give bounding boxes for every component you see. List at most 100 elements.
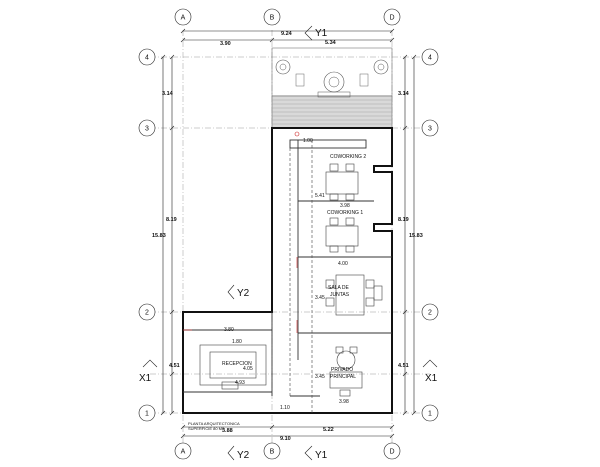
dim-left-total: 15.83 bbox=[152, 233, 166, 239]
grid-label: 4 bbox=[428, 55, 432, 62]
axis-label-y2-bottom: Y2 bbox=[237, 450, 250, 461]
axis-label-y2-mid: Y2 bbox=[237, 288, 250, 299]
dim-left-mid: 8.19 bbox=[166, 217, 177, 223]
grid-label: 3 bbox=[145, 126, 149, 133]
dim-bottom-right: 5.22 bbox=[323, 427, 334, 433]
grid-label: A bbox=[181, 15, 186, 22]
desk-icon bbox=[325, 225, 359, 247]
round-table-icon bbox=[336, 350, 356, 370]
dim-left-upper: 3.14 bbox=[162, 91, 174, 97]
desk-icon bbox=[325, 171, 359, 195]
planter-icon bbox=[373, 59, 389, 75]
walls bbox=[182, 127, 393, 414]
room-label-recepcion: RECEPCION bbox=[222, 361, 252, 367]
dim-bottom-left: 3.88 bbox=[222, 428, 233, 434]
inner-dim: 1.10 bbox=[280, 405, 290, 411]
grid-lines bbox=[150, 30, 430, 443]
grid-bubble-1-left bbox=[138, 404, 156, 422]
inner-dim: 3.45 bbox=[315, 374, 325, 380]
grid-bubble-d-bottom bbox=[383, 442, 401, 460]
section-markers bbox=[142, 25, 438, 461]
axis-label-y1-top: Y1 bbox=[315, 28, 328, 39]
grid-label: 3 bbox=[428, 126, 432, 133]
inner-dim: 4.00 bbox=[338, 261, 348, 267]
inner-dim: 4.05 bbox=[243, 366, 253, 372]
room-label-sala-1: SALA DE bbox=[328, 285, 350, 291]
axis-label-x1-left: X1 bbox=[139, 373, 152, 384]
grid-bubbles bbox=[138, 8, 439, 460]
interior-dimension-labels: 1.00 5.41 3.98 4.00 3.45 3.80 1.80 4.93 … bbox=[224, 138, 350, 411]
inner-dim: 5.41 bbox=[315, 193, 325, 199]
grid-label: D bbox=[389, 449, 394, 456]
grid-bubble-b-top bbox=[263, 8, 281, 26]
room-label-coworking-1: COWORKING 1 bbox=[327, 210, 363, 216]
terrace bbox=[271, 47, 393, 129]
grid-bubble-4-left bbox=[138, 48, 156, 66]
grid-bubble-a-top bbox=[174, 8, 192, 26]
section-marker-y1-bottom bbox=[304, 445, 313, 461]
grid-bubble-1-right bbox=[421, 404, 439, 422]
inner-dim: 4.93 bbox=[235, 380, 245, 386]
grid-label: 1 bbox=[428, 411, 432, 418]
dim-top-right: 5.34 bbox=[325, 40, 337, 46]
grid-bubble-labels: A B D A B D 4 3 2 1 4 3 2 1 bbox=[145, 15, 432, 456]
section-marker-y2-bottom bbox=[227, 445, 235, 461]
grid-label: 1 bbox=[145, 411, 149, 418]
inner-dim: 3.80 bbox=[224, 327, 234, 333]
tree-icon bbox=[323, 71, 345, 93]
grid-label: D bbox=[389, 15, 394, 22]
dim-left-lower: 4.51 bbox=[169, 363, 180, 369]
interior-walls bbox=[183, 139, 392, 397]
inner-dim: 3.98 bbox=[339, 399, 349, 405]
grid-label: B bbox=[270, 15, 275, 22]
dimension-labels: 9.24 3.90 5.34 3.14 8.19 15.83 4.51 3.14… bbox=[152, 31, 423, 442]
axis-label-x1-right: X1 bbox=[425, 373, 438, 384]
grid-label: A bbox=[181, 449, 186, 456]
exterior-wall bbox=[182, 127, 393, 414]
room-label-privado-1: PRIVADO bbox=[331, 367, 353, 373]
axis-label-y1-bottom: Y1 bbox=[315, 450, 328, 461]
section-marker-x1-left bbox=[142, 359, 158, 368]
grid-bubble-4-right bbox=[421, 48, 439, 66]
grid-label: 4 bbox=[145, 55, 149, 62]
furniture bbox=[183, 131, 383, 397]
meeting-table-icon bbox=[335, 274, 365, 316]
room-label-privado-2: PRINCIPAL bbox=[330, 374, 356, 380]
grid-label: B bbox=[270, 449, 275, 456]
grid-bubble-3-left bbox=[138, 119, 156, 137]
title-block: PLANTA ARQUITECTONICA SUPERFICIE 80 M2 bbox=[188, 421, 240, 431]
section-marker-y2-mid bbox=[227, 284, 235, 300]
room-label-sala-2: JUNTAS bbox=[330, 292, 350, 298]
grid-bubble-a-bottom bbox=[174, 442, 192, 460]
grid-label: 2 bbox=[428, 310, 432, 317]
grid-bubble-2-right bbox=[421, 303, 439, 321]
dim-right-upper: 3.14 bbox=[398, 91, 410, 97]
dim-top-total: 9.24 bbox=[281, 31, 293, 37]
grid-bubble-3-right bbox=[421, 119, 439, 137]
room-labels: COWORKING 2 COWORKING 1 SALA DE JUNTAS R… bbox=[222, 154, 366, 380]
dim-bottom-total: 9.10 bbox=[280, 436, 291, 442]
dim-right-total: 15.83 bbox=[409, 233, 423, 239]
inner-dim: 3.98 bbox=[340, 203, 350, 209]
bench-icon bbox=[317, 91, 351, 98]
inner-dim: 3.45 bbox=[315, 295, 325, 301]
dashed-walls bbox=[289, 140, 313, 413]
dimension-lines bbox=[160, 28, 417, 439]
title-line-1: PLANTA ARQUITECTONICA bbox=[188, 421, 240, 426]
grid-bubble-b-bottom bbox=[263, 442, 281, 460]
axis-labels: Y1 Y1 Y2 Y2 X1 X1 bbox=[139, 28, 438, 461]
section-marker-x1-right bbox=[422, 359, 438, 368]
dim-right-lower: 4.51 bbox=[398, 363, 409, 369]
title-line-2: SUPERFICIE 80 M2 bbox=[188, 426, 225, 431]
planter-icon bbox=[275, 59, 291, 75]
inner-dim: 1.00 bbox=[303, 138, 313, 144]
grid-bubble-d-top bbox=[383, 8, 401, 26]
room-label-coworking-2: COWORKING 2 bbox=[330, 154, 366, 160]
inner-dim: 1.80 bbox=[232, 339, 242, 345]
grid-bubble-2-left bbox=[138, 303, 156, 321]
reception-desk-icon bbox=[199, 344, 267, 386]
grid-label: 2 bbox=[145, 310, 149, 317]
section-marker-y1-top bbox=[304, 25, 313, 41]
dim-right-mid: 8.19 bbox=[398, 217, 409, 223]
